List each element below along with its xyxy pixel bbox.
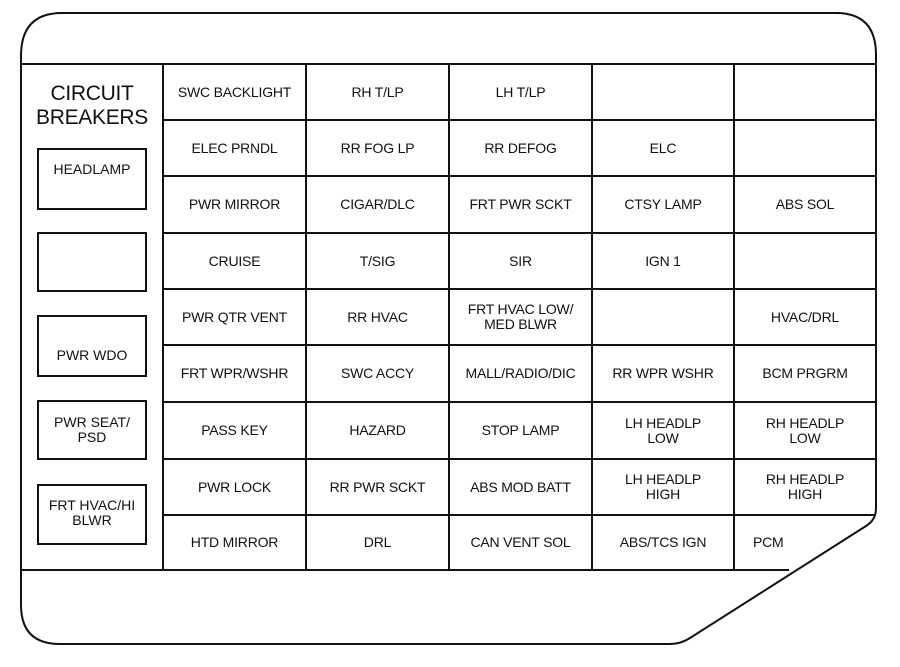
circuit-breaker-slot: PWR SEAT/ PSD (37, 400, 147, 460)
fuse-cell: FRT HVAC LOW/ MED BLWR (467, 301, 574, 332)
fuse-cell: FRT WPR/WSHR (180, 365, 289, 381)
fuse-cell-empty (735, 65, 875, 119)
circuit-breakers-title: CIRCUIT BREAKERS (22, 82, 162, 130)
fuse-cell: ABS/TCS IGN (619, 534, 707, 550)
fuse-cell: DRL (363, 534, 392, 550)
fuse-cell: ABS SOL (775, 196, 835, 212)
fuse-cell: RR HVAC (347, 308, 408, 325)
fuse-cell: RR DEFOG (484, 139, 557, 156)
fuse-cell: LH HEADLP HIGH (624, 471, 701, 502)
fuse-cell: LH T/LP (495, 83, 546, 100)
fuse-cell-empty (593, 290, 733, 344)
fuse-cell: RH HEADLP LOW (765, 414, 845, 446)
circuit-breaker-slot: FRT HVAC/HI BLWR (37, 484, 147, 545)
fuse-cell: RR PWR SCKT (329, 478, 426, 495)
fuse-cell: ELC (649, 139, 677, 156)
fuse-cell: IGN 1 (645, 252, 681, 269)
fuse-cell: STOP LAMP (481, 422, 560, 438)
circuit-breaker-slot: HEADLAMP (37, 148, 147, 210)
fuse-cell: CRUISE (208, 252, 261, 269)
fuse-cell: HAZARD (349, 422, 406, 438)
fuse-cell: RH HEADLP HIGH (765, 471, 845, 502)
fuse-cell: CIGAR/DLC (340, 196, 415, 212)
fuse-cell: SIR (509, 252, 532, 269)
fuse-cell: PASS KEY (201, 422, 268, 438)
fuse-cell-empty (735, 234, 875, 288)
circuit-breaker-slot: PWR WDO (37, 315, 147, 377)
fuse-cell: MALL/RADIO/DIC (465, 365, 576, 381)
fuse-cell: HVAC/DRL (770, 308, 840, 325)
title-line-1: CIRCUIT (50, 82, 134, 105)
fuse-cell: ABS MOD BATT (470, 478, 571, 495)
fuse-cell: RR FOG LP (340, 139, 415, 156)
fuse-cell: SWC ACCY (340, 365, 415, 381)
fuse-cell-empty (735, 121, 875, 175)
fuse-cell: FRT PWR SCKT (469, 196, 572, 212)
fuse-cell: PWR LOCK (197, 478, 272, 495)
fuse-cell: LH HEADLP LOW (624, 414, 701, 446)
fuse-cell: RH T/LP (351, 83, 404, 100)
title-line-2: BREAKERS (36, 106, 148, 129)
fuse-cell: CAN VENT SOL (470, 534, 571, 550)
fuse-cell-empty (593, 65, 733, 119)
fuse-cell: T/SIG (359, 252, 396, 269)
fuse-cell: HTD MIRROR (190, 534, 279, 550)
fuse-cell: PWR QTR VENT (182, 308, 287, 325)
circuit-breaker-slot-empty (37, 232, 147, 292)
fuse-cell: BCM PRGRM (762, 365, 848, 381)
fuse-cell: CTSY LAMP (624, 196, 702, 212)
fuse-cell: RR WPR WSHR (612, 365, 714, 381)
fuse-cell: PWR MIRROR (188, 196, 281, 212)
fuse-cell: PCM (753, 534, 784, 550)
fuse-cell: SWC BACKLIGHT (177, 83, 292, 100)
fuse-cell: ELEC PRNDL (191, 139, 278, 156)
